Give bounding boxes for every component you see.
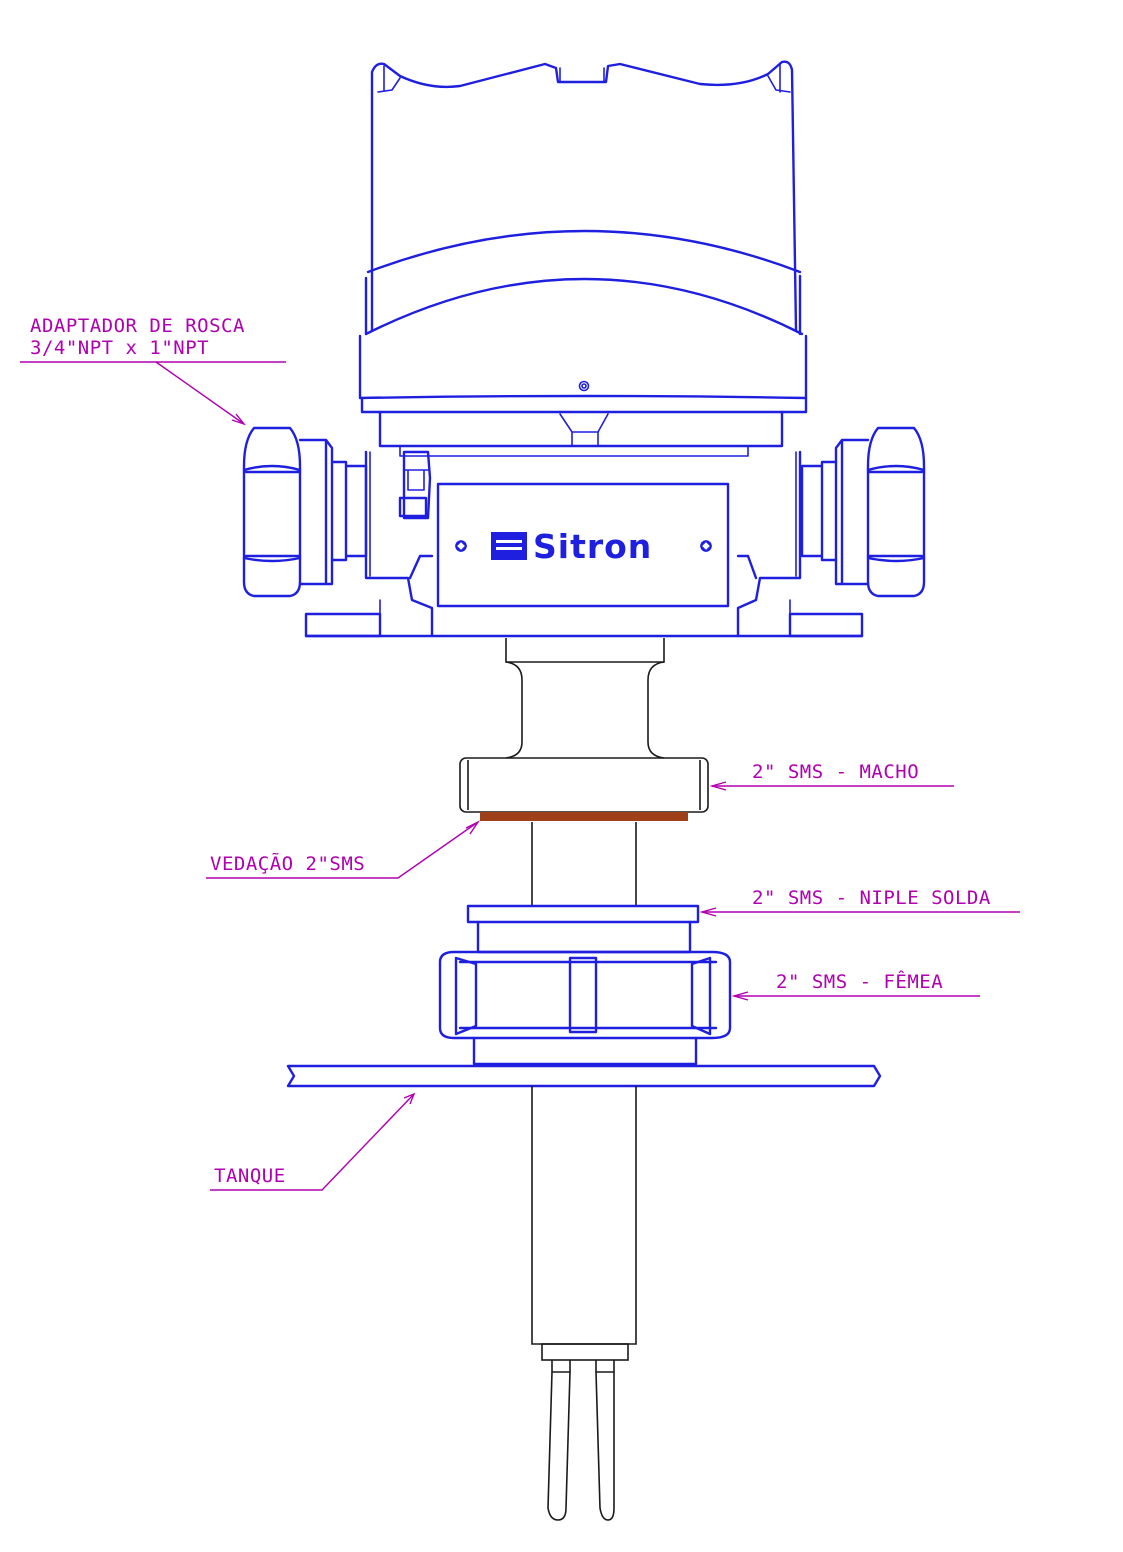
callout-weld-nipple: 2" SMS - NIPLE SOLDA — [752, 887, 991, 909]
callout-thread-adapter-line2: 3/4"NPT x 1"NPT — [30, 337, 210, 359]
brand-logo-text: Sitron — [533, 527, 653, 566]
callout-tank: TANQUE — [214, 1165, 286, 1187]
tank-wall — [286, 1064, 882, 1088]
callout-thread-adapter-line1: ADAPTADOR DE ROSCA — [30, 315, 245, 337]
seal-gasket — [480, 812, 688, 821]
callout-seal: VEDAÇÃO 2"SMS — [210, 853, 366, 875]
sms-female-union — [438, 904, 732, 1066]
callout-sms-female: 2" SMS - FÊMEA — [776, 971, 944, 993]
housing-cover — [358, 60, 808, 400]
logo-mark — [491, 532, 527, 560]
sensor-neck — [459, 638, 709, 906]
left-thread-adapter — [242, 426, 368, 598]
housing-base — [304, 396, 864, 638]
callout-sms-male: 2" SMS - MACHO — [752, 761, 920, 783]
right-thread-adapter — [800, 426, 926, 598]
sensor-probe — [531, 1086, 637, 1521]
callout-leaders — [20, 361, 1020, 1191]
nameplate — [436, 482, 730, 608]
